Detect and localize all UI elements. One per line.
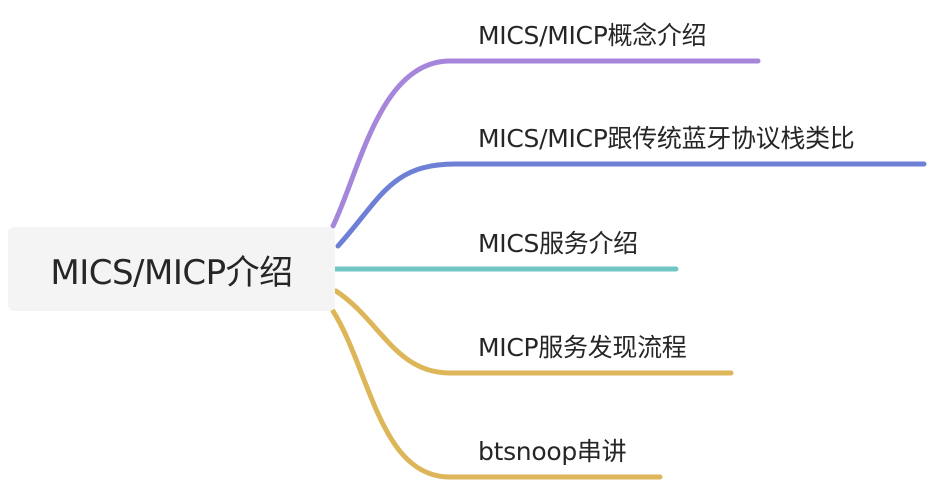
- subtopic-btsnoop[interactable]: btsnoop串讲: [478, 437, 627, 466]
- connector-line-4: [330, 308, 663, 480]
- connector-line-1: [335, 161, 927, 249]
- subtopic-micp-discovery[interactable]: MICP服务发现流程: [478, 333, 687, 362]
- root-topic[interactable]: MICS/MICP介绍: [8, 227, 335, 311]
- subtopic-mics-service[interactable]: MICS服务介绍: [478, 229, 638, 258]
- subtopic-stack-comparison[interactable]: MICS/MICP跟传统蓝牙协议栈类比: [478, 124, 855, 153]
- subtopic-concept[interactable]: MICS/MICP概念介绍: [478, 21, 707, 50]
- connector-line-3: [333, 288, 734, 376]
- root-topic-label: MICS/MICP介绍: [50, 252, 293, 293]
- connector-line-0: [330, 58, 761, 229]
